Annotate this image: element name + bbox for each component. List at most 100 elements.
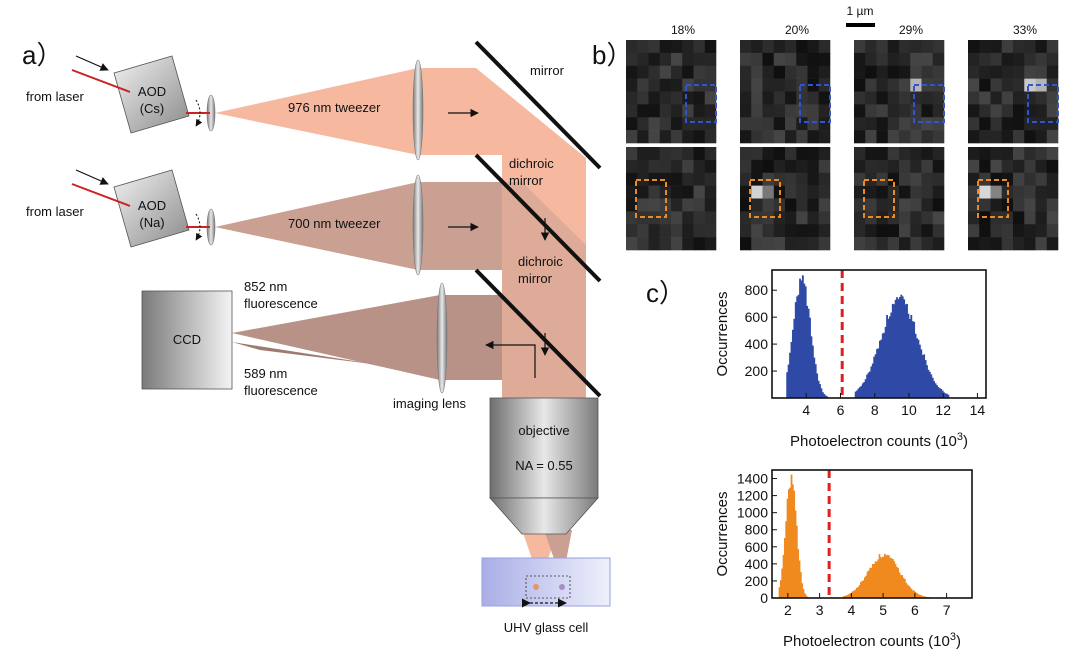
image-pixel xyxy=(887,198,900,212)
ccd-camera xyxy=(141,290,233,390)
image-pixel xyxy=(682,130,694,144)
histogram-bar xyxy=(909,587,912,598)
image-pixel xyxy=(1001,91,1014,105)
image-pixel xyxy=(1046,40,1059,54)
image-pixel xyxy=(921,65,934,79)
image-pixel xyxy=(796,91,808,105)
image-pixel xyxy=(637,130,649,144)
image-pixel xyxy=(807,52,820,67)
image-pixel xyxy=(932,104,945,118)
cs-roi-box xyxy=(1027,84,1059,123)
image-pixel xyxy=(807,172,820,186)
image-pixel xyxy=(887,159,900,174)
image-pixel xyxy=(785,91,797,105)
image-pixel xyxy=(740,237,752,251)
image-pixel xyxy=(648,104,661,118)
histogram-bar xyxy=(857,388,860,398)
image-pixel xyxy=(1046,224,1059,238)
image-pixel xyxy=(887,147,900,161)
image-pixel xyxy=(762,130,775,144)
image-pixel xyxy=(762,52,775,67)
image-pixel xyxy=(968,147,980,161)
histogram-bar xyxy=(859,387,861,398)
y-tick-label: 200 xyxy=(745,363,769,379)
image-pixel xyxy=(968,52,980,67)
histogram-bar xyxy=(866,571,869,598)
image-pixel xyxy=(693,185,706,199)
image-pixel xyxy=(671,91,683,105)
image-pixel xyxy=(648,159,661,174)
histogram-bar xyxy=(785,521,788,598)
image-pixel xyxy=(968,211,980,225)
histogram-bar xyxy=(869,567,872,598)
image-pixel xyxy=(704,130,717,144)
image-pixel xyxy=(968,104,980,118)
image-pixel xyxy=(1001,159,1014,174)
histogram-bar xyxy=(784,538,786,598)
x-tick-label: 14 xyxy=(970,402,986,418)
image-pixel xyxy=(876,65,889,79)
image-pixel xyxy=(773,52,786,67)
image-pixel xyxy=(785,130,797,144)
histogram-bar xyxy=(781,568,784,598)
image-pixel xyxy=(1035,237,1048,251)
image-pixel xyxy=(751,78,763,92)
y-tick-label: 800 xyxy=(745,282,769,298)
histogram-bar xyxy=(897,299,900,398)
image-pixel xyxy=(854,147,866,161)
image-pixel xyxy=(740,65,752,79)
histogram-bar xyxy=(869,371,871,398)
image-pixel xyxy=(1001,78,1014,92)
image-pixel xyxy=(899,224,911,238)
image-pixel xyxy=(751,159,763,174)
histogram-bar xyxy=(803,283,806,398)
image-pixel xyxy=(1001,65,1014,79)
y-tick-label: 800 xyxy=(745,522,769,538)
histogram-bar xyxy=(811,345,814,398)
image-pixel xyxy=(807,104,820,118)
histogram-bar xyxy=(927,369,930,398)
histogram-bar xyxy=(934,383,937,398)
image-pixel xyxy=(899,159,911,174)
image-pixel xyxy=(751,91,763,105)
image-pixel xyxy=(785,52,797,67)
histogram-bar xyxy=(786,498,789,598)
histogram-bar xyxy=(906,584,909,598)
image-pixel xyxy=(648,65,661,79)
image-pixel xyxy=(990,147,1003,161)
image-pixel xyxy=(887,237,900,251)
image-pixel xyxy=(637,237,649,251)
image-pixel xyxy=(968,40,980,54)
aod-na-label-1: AOD xyxy=(138,198,166,213)
image-pixel xyxy=(751,130,763,144)
atom-image-r1-c1 xyxy=(740,147,831,251)
image-pixel xyxy=(740,224,752,238)
histogram-bar xyxy=(873,564,876,598)
image-pixel xyxy=(659,52,672,67)
image-pixel xyxy=(865,224,877,238)
image-pixel xyxy=(1035,172,1048,186)
image-pixel xyxy=(1001,237,1014,251)
image-pixel xyxy=(773,237,786,251)
histogram-bar xyxy=(879,340,881,398)
histogram-bar xyxy=(786,372,789,398)
histogram-bar xyxy=(846,594,849,598)
image-pixel xyxy=(979,237,991,251)
histogram-bar xyxy=(866,374,868,398)
percent-label-3: 29% xyxy=(899,23,923,37)
image-pixel xyxy=(899,198,911,212)
image-pixel xyxy=(637,185,649,199)
histogram-bar xyxy=(923,354,926,398)
image-pixel xyxy=(693,130,706,144)
image-pixel xyxy=(671,172,683,186)
image-pixel xyxy=(704,237,717,251)
image-pixel xyxy=(854,159,866,174)
image-pixel xyxy=(899,91,911,105)
cs-roi-box xyxy=(685,84,717,123)
image-pixel xyxy=(648,130,661,144)
image-pixel xyxy=(648,91,661,105)
x-axis-label: Photoelectron counts (103) xyxy=(790,431,968,450)
histogram-bar xyxy=(880,557,882,598)
histogram-bar xyxy=(890,558,893,598)
